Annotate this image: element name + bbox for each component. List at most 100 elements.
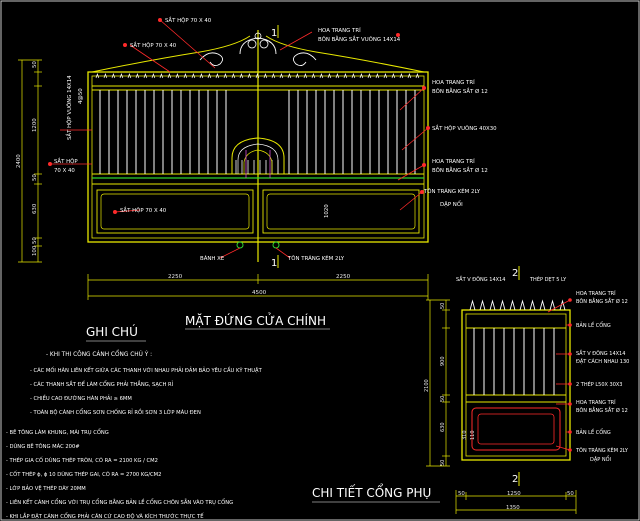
- lower-panel-right: [262, 189, 420, 234]
- label-deco-top-2: BÔN BẰNG SẮT VUÔNG 14X14: [318, 35, 401, 43]
- center-arch: [231, 137, 285, 174]
- label-deco-mid-1: HOA TRANG TRÍ: [432, 158, 475, 165]
- note-item: - CHIỀU CAO ĐƯỜNG HÀN PHẢI ≥ 6MM: [30, 394, 132, 402]
- side-label-flat: 2 THÉP L50X 30X3: [576, 380, 622, 388]
- side-dim-left: 50: [440, 460, 446, 466]
- label-deco-right-2: BÔN BẰNG SẮT Ø 12: [432, 87, 488, 95]
- spike: [247, 72, 252, 79]
- side-label-deco-low-1: HOA TRANG TRÍ: [576, 399, 616, 406]
- spike: [375, 72, 380, 79]
- dim-bottom-total: 4500: [252, 290, 267, 296]
- notes-intro: - KHI THI CÔNG CÁNH CỔNG CHÚ Ý :: [46, 350, 152, 358]
- note-bullet: - LIÊN KẾT CÁNH CỔNG VỚI TRỤ CỔNG BẰNG B…: [6, 498, 233, 506]
- side-label-sq-1: SẮT V ĐÔNG 14X14: [576, 349, 625, 357]
- notes-block: GHI CHÚ - KHI THI CÔNG CÁNH CỔNG CHÚ Ý :…: [6, 324, 263, 520]
- spike: [271, 72, 276, 79]
- side-dim-bottom-total: 1350: [506, 505, 520, 511]
- dim-left-inner: 100: [32, 245, 38, 256]
- label-square-tube: SẮT HỘP VUÔNG 40X30: [432, 124, 497, 132]
- notes-heading: GHI CHÚ: [86, 324, 138, 339]
- side-label-sheet-1: TÔN TRÁNG KẼM 2LY: [575, 447, 629, 454]
- spike: [391, 72, 396, 79]
- side-spike: [559, 299, 566, 311]
- dim-inner-1020: 1020: [324, 204, 330, 218]
- label-left-box-1: SẮT HỘP: [54, 157, 78, 165]
- spike: [319, 72, 324, 79]
- spike: [231, 72, 236, 79]
- section-mark-top: 1: [271, 28, 277, 39]
- note-item: - CÁC THANH SẮT ĐỂ LÀM CỔNG PHẢI THẲNG, …: [30, 380, 174, 388]
- gate-outer-frame: [87, 71, 429, 243]
- label-lower-box: SẮT HỘP 70 X 40: [120, 206, 167, 214]
- spike: [215, 72, 220, 79]
- spike: [279, 72, 284, 79]
- callout-dot: [420, 190, 424, 194]
- callout-dot: [422, 163, 426, 167]
- side-spike: [489, 299, 496, 311]
- side-gate-title: CHI TIẾT CỔNG PHỤ: [312, 484, 431, 500]
- side-label-top-tube: SẮT V ĐÔNG 14X14: [456, 275, 505, 283]
- spike: [239, 72, 244, 79]
- main-gate-elevation: 1 1: [16, 16, 497, 330]
- note-bullet: - DÙNG BÊ TÔNG MÁC 200#: [6, 442, 80, 450]
- dim-inner-small: 4@50: [78, 88, 84, 104]
- spike: [223, 72, 228, 79]
- spike: [159, 72, 164, 79]
- side-vertical-bars: [473, 328, 555, 395]
- spike: [95, 72, 100, 79]
- dim-bottom-half-right: 2250: [336, 274, 351, 280]
- dim-left-inner: 630: [32, 203, 38, 214]
- side-gate-detail: 2 2 SẮT V ĐÔNG 14X14 THÉP DẸT 5 LY HOA: [312, 266, 629, 514]
- side-dim-inner-2: 110: [470, 430, 476, 440]
- callout-dot: [48, 162, 52, 166]
- label-deco-top-1: HOA TRANG TRÍ: [318, 27, 361, 34]
- side-dim-bottom-3: 50: [567, 491, 574, 497]
- side-spike: [549, 299, 556, 311]
- note-bullet: - LỚP BẢO VỆ THÉP DÀY 20MM: [6, 484, 86, 492]
- vertical-bars: [99, 90, 416, 174]
- spike: [111, 72, 116, 79]
- side-label-deco-1: HOA TRANG TRÍ: [576, 290, 616, 297]
- side-dim-left: 900: [440, 356, 446, 366]
- side-label-sheet-2: DẬP NỔI: [590, 455, 611, 463]
- main-gate-title: MẶT ĐỨNG CỬA CHÍNH: [185, 312, 326, 328]
- spike: [143, 72, 148, 79]
- side-section-mark-top: 2: [512, 268, 518, 279]
- top-scroll-right: [265, 35, 425, 73]
- label-left-vertical: SẮT HỘP VUÔNG 14X14: [65, 75, 73, 140]
- spike: [415, 72, 420, 79]
- spike: [199, 72, 204, 79]
- spike: [103, 72, 108, 79]
- spike: [263, 72, 268, 79]
- callout-dot: [113, 210, 117, 214]
- side-spike: [499, 299, 506, 311]
- spike: [151, 72, 156, 79]
- spike: [383, 72, 388, 79]
- spike: [335, 72, 340, 79]
- callout-dot: [396, 33, 400, 37]
- note-item: - CÁC MỐI HÀN LIÊN KẾT GIỮA CÁC THANH VỚ…: [30, 366, 263, 374]
- spike: [351, 72, 356, 79]
- side-spike: [529, 299, 536, 311]
- side-label-hinge: BẢN LỀ CỔNG: [576, 321, 611, 329]
- spike: [367, 72, 372, 79]
- side-dim-left: 50: [440, 303, 446, 309]
- callout-dot: [158, 18, 162, 22]
- spike: [295, 72, 300, 79]
- side-spike: [539, 299, 546, 311]
- spike: [399, 72, 404, 79]
- dim-bottom-half-left: 2250: [168, 274, 183, 280]
- note-bullet: - THÉP GIA CỐ DÙNG THÉP TRÒN, CÓ RA = 21…: [6, 456, 158, 464]
- lower-panel-left: [96, 189, 254, 234]
- side-dim-left: 50: [440, 396, 446, 402]
- spike: [135, 72, 140, 79]
- spike: [359, 72, 364, 79]
- side-label-hinge-low: BẢN LỀ CỔNG: [576, 428, 611, 436]
- side-spike: [519, 299, 526, 311]
- side-dim-inner-1: 310: [462, 430, 468, 440]
- dim-left-inner: 50: [32, 61, 38, 68]
- dim-left-inner: 1200: [32, 118, 38, 132]
- side-dim-bottom-2: 1250: [507, 491, 521, 497]
